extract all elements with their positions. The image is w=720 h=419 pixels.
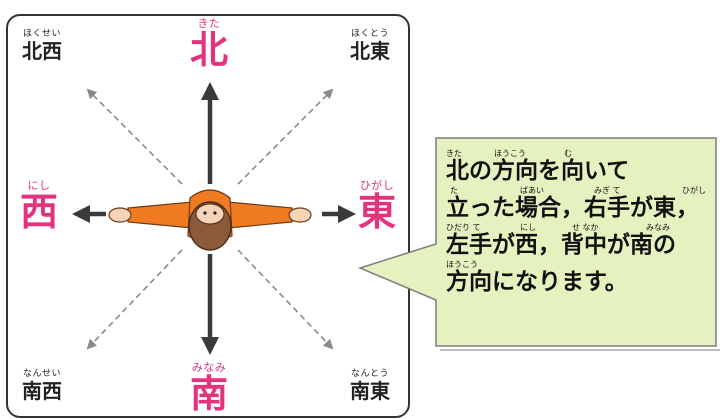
person-figure xyxy=(108,189,312,251)
speech-line-3: 左手が西，背中が南の xyxy=(446,232,676,258)
label-east: ひがし 東 xyxy=(358,179,397,234)
ruby-row-4: ほうこう xyxy=(446,260,478,269)
arrow-northeast xyxy=(237,88,334,185)
label-south: みなみ 南 xyxy=(190,361,229,416)
arrow-north-head xyxy=(201,82,219,100)
label-north: きた 北 xyxy=(190,17,229,72)
speech-line-2: 立った場合，右手が東， xyxy=(446,195,699,221)
label-southwest: なんせい 南西 xyxy=(22,369,62,403)
ruby-row-2: た ばあい みぎ て ひがし xyxy=(450,186,706,195)
face xyxy=(195,203,225,225)
eye-left xyxy=(203,211,207,215)
label-northeast: ほくとう 北東 xyxy=(350,29,390,63)
speech-line-1: 北の方向を向いて xyxy=(446,158,630,184)
arrow-west-head xyxy=(72,205,90,223)
arrow-southeast xyxy=(237,249,334,350)
speech-text: きた ほうこう む 北の方向を向いて た ばあい みぎ て ひがし 立った場合，… xyxy=(446,150,716,298)
label-west: にし 西 xyxy=(20,179,59,234)
left-hand xyxy=(108,207,132,223)
compass-arrows xyxy=(72,82,356,355)
arrow-south-head xyxy=(201,337,219,355)
ruby-row-1: きた ほうこう む xyxy=(446,149,572,158)
arrow-northwest xyxy=(86,88,183,185)
speech-line-4: 方向になります。 xyxy=(446,269,628,295)
label-southeast: なんとう 南東 xyxy=(350,369,390,403)
label-northwest: ほくせい 北西 xyxy=(22,29,62,63)
right-hand xyxy=(288,207,312,223)
arrow-southwest xyxy=(86,249,183,350)
arrow-east-head xyxy=(338,205,356,223)
ruby-row-3: ひだり て にし せ なか みなみ xyxy=(446,223,670,232)
eye-right xyxy=(213,211,217,215)
